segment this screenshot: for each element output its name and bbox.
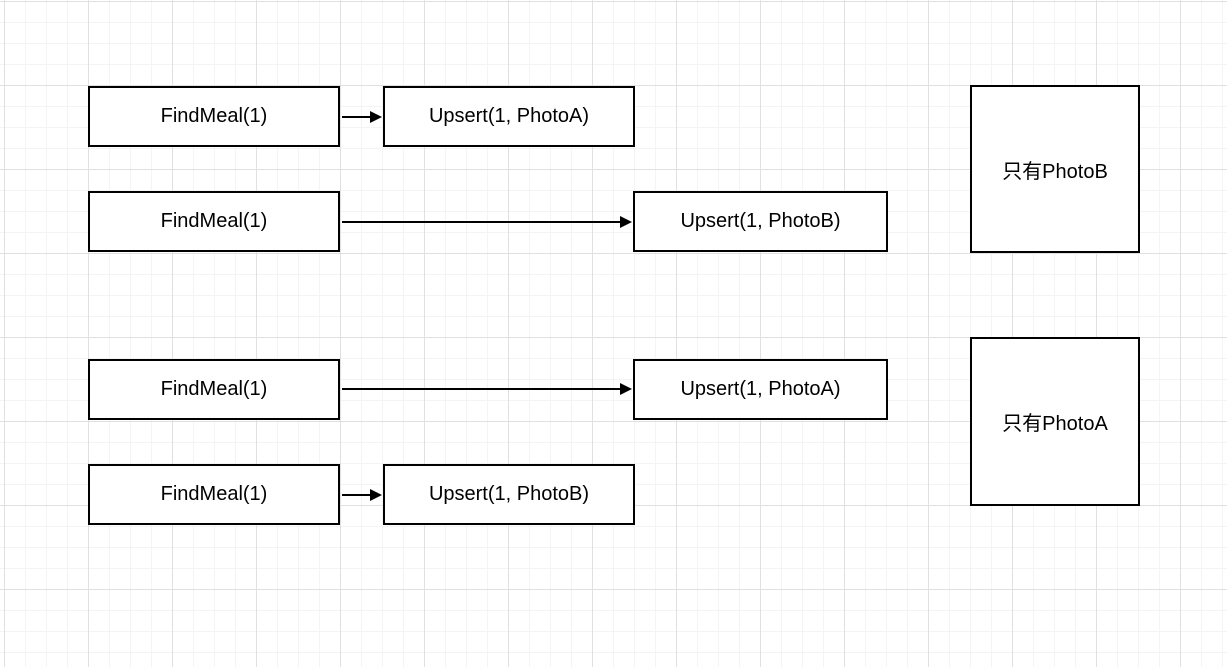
edge-row1-arrow[interactable] [342,111,382,123]
node-result-only-photoa[interactable]: 只有PhotoA [970,337,1140,506]
arrowhead-icon [620,216,632,228]
node-findmeal-row2[interactable]: FindMeal(1) [88,191,340,252]
node-findmeal-row3[interactable]: FindMeal(1) [88,359,340,420]
node-upsert-photob-row2[interactable]: Upsert(1, PhotoB) [633,191,888,252]
edge-row3-arrow[interactable] [342,383,632,395]
node-upsert-photoa-row3[interactable]: Upsert(1, PhotoA) [633,359,888,420]
node-result-only-photob[interactable]: 只有PhotoB [970,85,1140,253]
node-findmeal-row4[interactable]: FindMeal(1) [88,464,340,525]
arrowhead-icon [370,489,382,501]
edge-row2-arrow[interactable] [342,216,632,228]
arrowhead-icon [620,383,632,395]
edge-row4-arrow[interactable] [342,489,382,501]
node-upsert-photob-row4[interactable]: Upsert(1, PhotoB) [383,464,635,525]
arrowhead-icon [370,111,382,123]
node-upsert-photoa-row1[interactable]: Upsert(1, PhotoA) [383,86,635,147]
node-findmeal-row1[interactable]: FindMeal(1) [88,86,340,147]
